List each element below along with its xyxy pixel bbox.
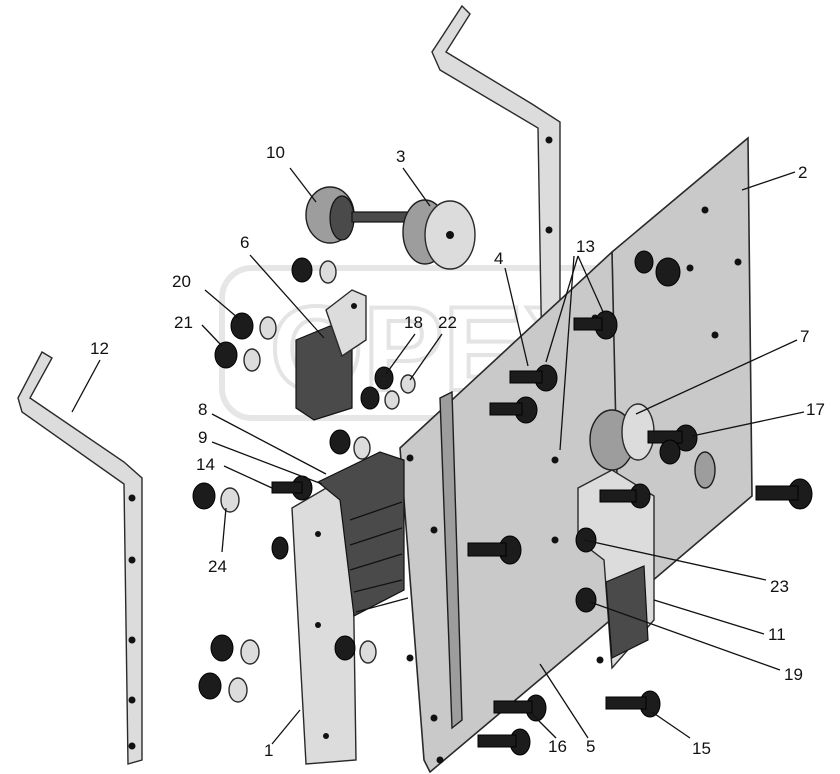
callout-19: 19 (784, 665, 803, 684)
callout-22: 22 (438, 313, 457, 332)
callout-16: 16 (548, 737, 567, 756)
callout-18: 18 (404, 313, 423, 332)
part-3-insulator (402, 199, 476, 270)
part-12-bracket (17, 351, 143, 765)
callout-23: 23 (770, 577, 789, 596)
part-8-9-contact-stack (316, 451, 409, 617)
callout-labels: 1 2 3 4 5 6 7 8 9 10 11 12 13 14 15 16 1… (90, 143, 825, 760)
callout-11: 11 (768, 625, 786, 644)
callout-10: 10 (266, 143, 285, 162)
callout-9: 9 (198, 428, 207, 447)
callout-20: 20 (172, 272, 191, 291)
callout-2: 2 (798, 163, 807, 182)
part-10-cap (305, 186, 413, 244)
callout-3: 3 (396, 147, 405, 166)
callout-7: 7 (800, 327, 809, 346)
callout-13: 13 (576, 237, 595, 256)
callout-15: 15 (692, 739, 711, 758)
callout-12: 12 (90, 339, 109, 358)
callout-21: 21 (174, 313, 193, 332)
callout-17: 17 (806, 400, 825, 419)
callout-1: 1 (264, 741, 273, 760)
nuts-and-washers (192, 250, 654, 703)
callout-6: 6 (240, 233, 249, 252)
part-7-insulator (589, 403, 655, 471)
leader-lines (71, 167, 805, 745)
callout-5: 5 (586, 737, 595, 756)
callout-14: 14 (196, 455, 215, 474)
callout-4: 4 (494, 249, 503, 268)
callout-8: 8 (198, 400, 207, 419)
part-6-block (295, 289, 367, 421)
callout-24: 24 (208, 557, 227, 576)
bolts (271, 257, 813, 756)
